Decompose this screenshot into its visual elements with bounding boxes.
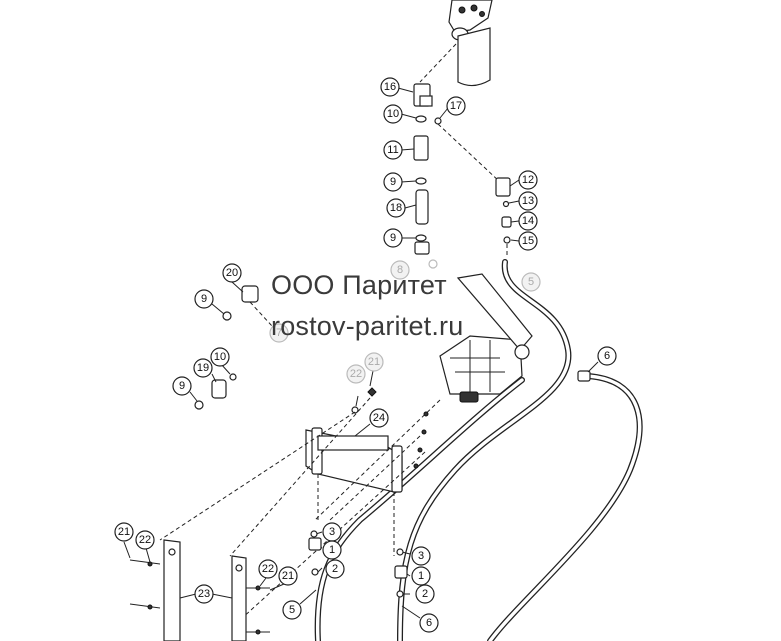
callout-23: 23: [194, 584, 214, 604]
callout-9: 9: [383, 172, 403, 192]
svg-text:9: 9: [390, 232, 396, 244]
callout-21: 21: [364, 352, 384, 372]
svg-text:9: 9: [179, 380, 185, 392]
brackets: [123, 539, 285, 641]
svg-text:6: 6: [426, 617, 432, 629]
svg-text:14: 14: [522, 215, 534, 227]
svg-text:19: 19: [197, 362, 209, 374]
svg-text:9: 9: [201, 293, 207, 305]
callout-20: 20: [222, 263, 242, 283]
callout-2: 2: [415, 584, 435, 604]
svg-text:16: 16: [384, 81, 396, 93]
callout-19: 19: [193, 358, 213, 378]
svg-text:22: 22: [262, 563, 274, 575]
svg-text:18: 18: [390, 202, 402, 214]
callout-5: 5: [521, 272, 541, 292]
watermark-url: rostov-paritet.ru: [271, 311, 464, 341]
callout-9: 9: [383, 228, 403, 248]
svg-text:20: 20: [226, 267, 238, 279]
svg-text:21: 21: [282, 570, 294, 582]
svg-text:22: 22: [139, 534, 151, 546]
right-fitting-stack: [434, 107, 520, 258]
callout-22: 22: [135, 530, 155, 550]
svg-text:15: 15: [522, 235, 534, 247]
valve-block: [439, 273, 533, 403]
filter-assembly: [419, 0, 493, 87]
svg-text:10: 10: [387, 108, 399, 120]
svg-text:2: 2: [332, 563, 338, 575]
callout-7: 7: [269, 323, 289, 343]
callout-6: 6: [419, 613, 439, 633]
callout-14: 14: [518, 211, 538, 231]
svg-text:13: 13: [522, 195, 534, 207]
svg-text:3: 3: [418, 550, 424, 562]
svg-text:12: 12: [522, 174, 534, 186]
callout-21: 21: [278, 566, 298, 586]
callout-10: 10: [210, 347, 230, 367]
callout-22: 22: [346, 364, 366, 384]
svg-text:9: 9: [390, 176, 396, 188]
svg-text:3: 3: [329, 526, 335, 538]
callout-2: 2: [325, 559, 345, 579]
svg-text:17: 17: [450, 100, 462, 112]
callout-12: 12: [518, 170, 538, 190]
callout-1: 1: [411, 566, 431, 586]
svg-text:5: 5: [528, 276, 534, 288]
callout-3: 3: [322, 522, 342, 542]
callout-21: 21: [114, 522, 134, 542]
callout-10: 10: [383, 104, 403, 124]
fitting-stack: [397, 83, 438, 269]
svg-text:23: 23: [198, 588, 210, 600]
svg-text:2: 2: [422, 588, 428, 600]
svg-text:1: 1: [418, 570, 424, 582]
callout-6: 6: [597, 346, 617, 366]
callout-3: 3: [411, 546, 431, 566]
svg-text:5: 5: [289, 604, 295, 616]
callout-13: 13: [518, 191, 538, 211]
svg-text:11: 11: [387, 144, 398, 156]
svg-text:21: 21: [118, 526, 130, 538]
callout-18: 18: [386, 198, 406, 218]
callout-15: 15: [518, 231, 538, 251]
watermark-company: ООО Паритет: [271, 270, 447, 300]
svg-text:21: 21: [368, 356, 380, 368]
callout-24: 24: [369, 408, 389, 428]
callout-9: 9: [194, 289, 214, 309]
left-fittings: [189, 281, 273, 410]
callout-9: 9: [172, 376, 192, 396]
callout-8: 8: [390, 260, 410, 280]
svg-text:22: 22: [350, 368, 362, 380]
callout-16: 16: [380, 77, 400, 97]
callout-5: 5: [282, 600, 302, 620]
svg-text:1: 1: [329, 544, 335, 556]
callout-17: 17: [446, 96, 466, 116]
hoses: [314, 259, 643, 641]
callout-22: 22: [258, 559, 278, 579]
bottom-fittings: [308, 530, 411, 598]
svg-text:7: 7: [276, 327, 282, 339]
svg-text:6: 6: [604, 350, 610, 362]
callout-11: 11: [383, 140, 403, 160]
svg-text:24: 24: [373, 412, 385, 424]
svg-text:10: 10: [214, 351, 226, 363]
callout-1: 1: [322, 540, 342, 560]
svg-text:8: 8: [397, 264, 403, 276]
cooler-plate: [159, 365, 441, 621]
